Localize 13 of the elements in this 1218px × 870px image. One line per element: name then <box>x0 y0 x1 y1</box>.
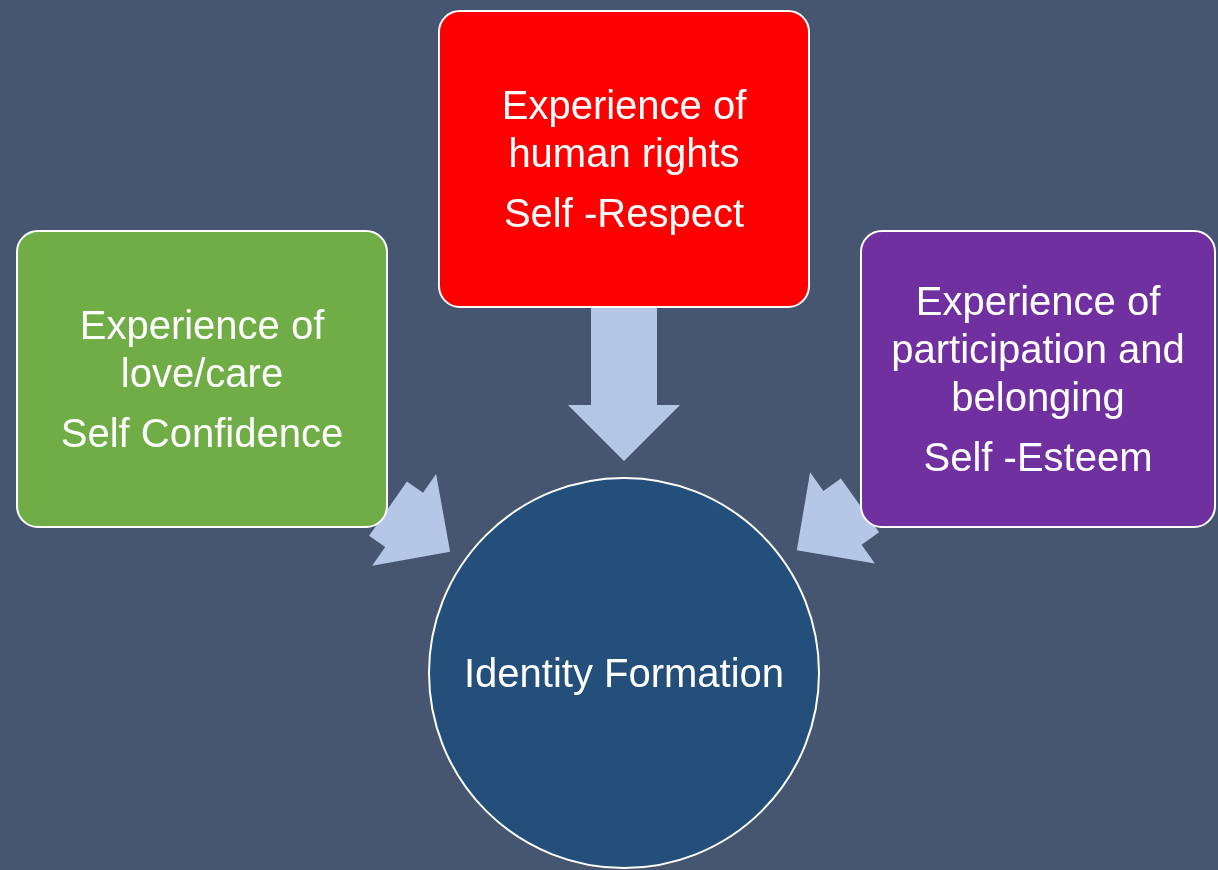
box-subtitle: Self -Respect <box>503 190 745 237</box>
rounded-box <box>438 10 810 308</box>
block-arrow <box>796 472 880 564</box>
box-heading: Experience of human rights <box>500 82 748 177</box>
box-heading: Experience of participation and belonging <box>890 278 1186 421</box>
block-arrow <box>568 308 680 461</box>
rounded-box <box>16 230 388 528</box>
box-subtitle: Self -Esteem <box>923 434 1153 481</box>
box-heading: Experience of love/care <box>78 302 326 397</box>
node-label: Identity Formation <box>463 650 785 697</box>
block-arrow <box>369 473 451 566</box>
box-subtitle: Self Confidence <box>60 410 344 457</box>
rounded-box <box>860 230 1216 528</box>
